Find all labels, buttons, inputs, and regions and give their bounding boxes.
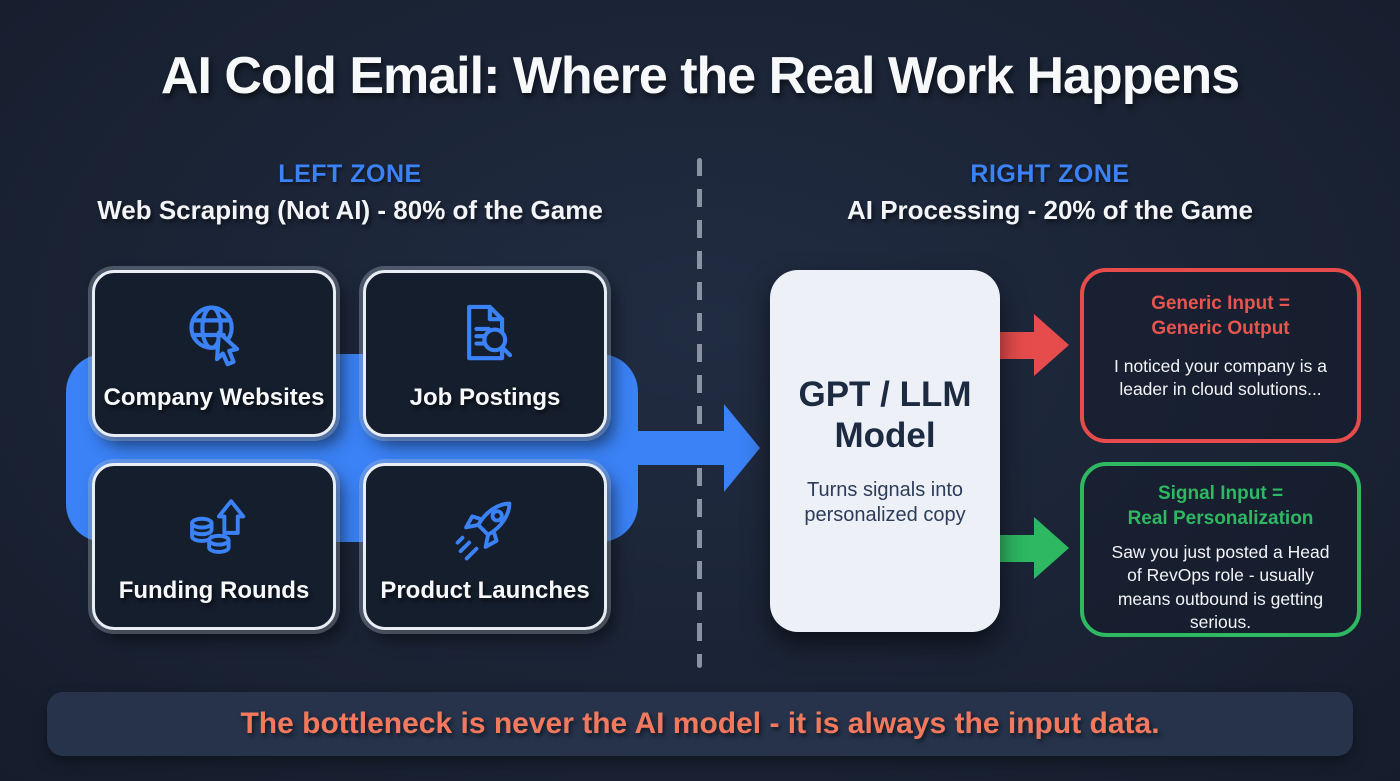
coins-up-arrow-icon (190, 498, 246, 554)
source-label: Funding Rounds (118, 576, 310, 604)
source-box-product-launches: Product Launches (363, 463, 607, 630)
generic-output-box: Generic Input = Generic Output I noticed… (1080, 268, 1361, 443)
rocket-icon (455, 501, 512, 560)
footer-banner: The bottleneck is never the AI model - i… (47, 692, 1353, 756)
model-to-generic-arrowhead (1034, 314, 1069, 376)
model-to-signal-arrow (1000, 535, 1034, 562)
signal-output-title: Signal Input = Real Personalization (1127, 483, 1314, 529)
generic-output-title: Generic Input = Generic Output (1151, 293, 1290, 339)
scraping-to-model-arrowhead (724, 404, 760, 492)
source-box-funding-rounds: Funding Rounds (92, 463, 336, 630)
right-zone-label: RIGHT ZONE (970, 160, 1130, 188)
signal-output-box: Signal Input = Real Personalization Saw … (1080, 462, 1361, 637)
globe-cursor-icon (189, 305, 240, 366)
right-zone-header: RIGHT ZONE AI Processing - 20% of the Ga… (700, 160, 1400, 226)
scraping-to-model-arrow (630, 431, 726, 465)
right-zone-subtitle: AI Processing - 20% of the Game (846, 195, 1253, 225)
source-label: Company Websites (103, 383, 325, 411)
document-search-icon (467, 304, 513, 360)
model-to-generic-arrow (1000, 332, 1034, 359)
signal-output-body: Saw you just posted a Head of RevOps rol… (1111, 542, 1330, 632)
model-to-signal-arrowhead (1034, 517, 1069, 579)
left-zone-subtitle: Web Scraping (Not AI) - 80% of the Game (97, 195, 603, 225)
source-box-job-postings: Job Postings (363, 270, 607, 437)
source-label: Job Postings (409, 383, 561, 411)
source-box-company-websites: Company Websites (92, 270, 336, 437)
generic-output-body: I noticed your company is a leader in cl… (1113, 356, 1328, 400)
model-subtitle: Turns signals into personalized copy (804, 479, 966, 527)
model-title: GPT / LLM Model (798, 374, 972, 455)
page-title: AI Cold Email: Where the Real Work Happe… (160, 47, 1240, 105)
zone-divider (697, 158, 702, 668)
gpt-llm-model-panel: GPT / LLM Model Turns signals into perso… (770, 270, 1000, 632)
left-zone-header: LEFT ZONE Web Scraping (Not AI) - 80% of… (0, 160, 700, 226)
source-label: Product Launches (380, 576, 590, 604)
footer-text: The bottleneck is never the AI model - i… (240, 707, 1160, 740)
left-zone-label: LEFT ZONE (278, 160, 422, 188)
